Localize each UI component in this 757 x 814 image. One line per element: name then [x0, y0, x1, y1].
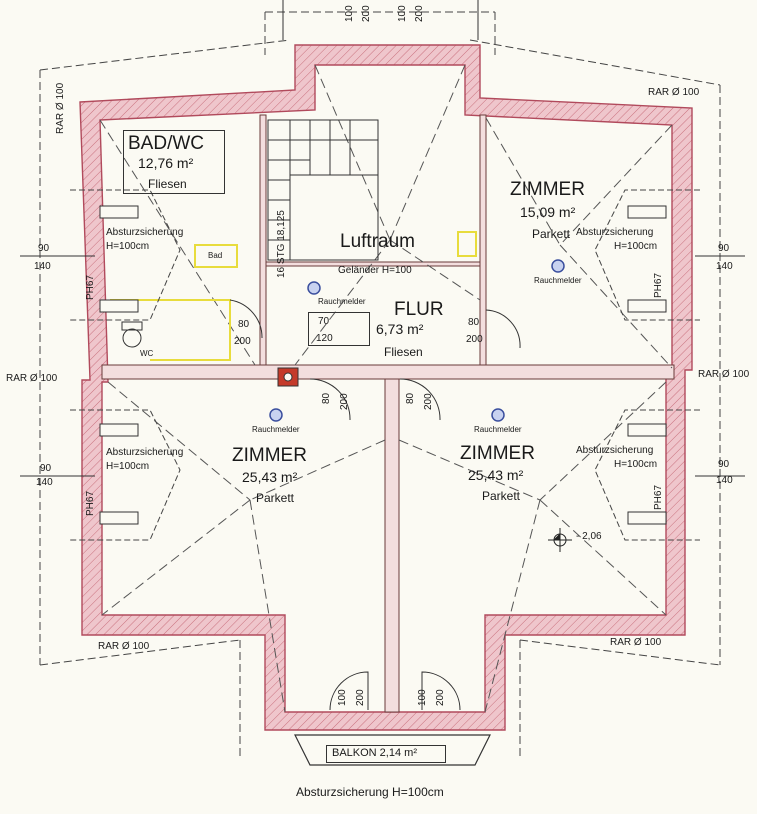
dim-200-top-2: 200 — [414, 5, 425, 22]
dim-200-se-door: 200 — [423, 393, 434, 410]
bad-label-box — [123, 130, 225, 194]
dim-100-balc-1: 100 — [337, 689, 348, 706]
balkon-label: BALKON 2,14 m² — [332, 747, 417, 759]
dim-80-ne: 80 — [468, 317, 480, 328]
zimmer-sw-name: ZIMMER — [232, 445, 307, 466]
rar-se: RAR Ø 100 — [610, 637, 662, 648]
dim-140-nw: 140 — [34, 261, 51, 272]
zimmer-sw-floor: Parkett — [256, 491, 295, 505]
ph67-nw: PH67 — [85, 274, 96, 300]
absturz-nw-h: H=100cm — [106, 241, 150, 252]
dimension-lines — [20, 0, 745, 477]
bath-fixtures — [110, 231, 477, 361]
dim-200-bad: 200 — [234, 336, 251, 347]
bad-fixture-label: Bad — [208, 251, 223, 260]
dim-80-bad: 80 — [238, 319, 250, 330]
dim-100-top-1: 100 — [344, 5, 355, 22]
dim-90-nw: 90 — [38, 243, 50, 254]
flur-room-name: FLUR — [394, 299, 444, 320]
luftraum-label: Luftraum — [340, 231, 415, 252]
dim-200-balc-1: 200 — [355, 689, 366, 706]
staircase — [267, 119, 379, 261]
bad-room-floor: Fliesen — [148, 177, 187, 191]
dim-100-balc-2: 100 — [417, 689, 428, 706]
smoke-detectors — [269, 259, 565, 422]
dim-90-ne: 90 — [718, 243, 730, 254]
window-rects — [99, 205, 667, 525]
rar-ne: RAR Ø 100 — [648, 87, 700, 98]
zimmer-se-floor: Parkett — [482, 489, 521, 503]
zimmer-ne-name: ZIMMER — [510, 179, 585, 200]
dim-70: 70 — [318, 316, 330, 327]
rauchmelder-se: Rauchmelder — [474, 425, 522, 434]
zimmer-se-area: 25,43 m² — [468, 467, 524, 483]
ph67-se: PH67 — [653, 484, 664, 510]
ph67-sw: PH67 — [85, 490, 96, 516]
balcony-outline — [294, 734, 491, 766]
flur-opening-box — [308, 312, 370, 346]
absturz-ne: Absturzsicherung — [576, 227, 654, 238]
dim-200-ne: 200 — [466, 334, 483, 345]
dim-80-sw-door: 80 — [321, 392, 332, 404]
bad-room-name: BAD/WC — [128, 133, 204, 154]
dim-140-se: 140 — [716, 475, 733, 486]
dim-120: 120 — [316, 333, 333, 344]
roof-outline — [39, 11, 721, 760]
rar-e: RAR Ø 100 — [698, 369, 750, 380]
dim-200-balc-2: 200 — [435, 689, 446, 706]
zimmer-ne-area: 15,09 m² — [520, 204, 576, 220]
dim-140-ne: 140 — [716, 261, 733, 272]
zimmer-ne-floor: Parkett — [532, 227, 571, 241]
zimmer-se-name: ZIMMER — [460, 443, 535, 464]
rauchmelder-ne: Rauchmelder — [534, 276, 582, 285]
flur-room-area: 6,73 m² — [376, 321, 424, 337]
interior-walls — [101, 114, 675, 713]
flur-room-floor: Fliesen — [384, 345, 423, 359]
bottom-note: Absturzsicherung H=100cm — [296, 785, 444, 799]
window-boxes — [70, 189, 700, 541]
level-marker — [548, 528, 572, 552]
dim-90-se: 90 — [718, 459, 730, 470]
rauchmelder-sw: Rauchmelder — [252, 425, 300, 434]
rar-nw: RAR Ø 100 — [55, 82, 66, 134]
dim-90-sw: 90 — [40, 463, 52, 474]
absturz-sw: Absturzsicherung — [106, 447, 184, 458]
rar-w: RAR Ø 100 — [6, 373, 58, 384]
absturz-ne-h: H=100cm — [614, 241, 658, 252]
balkon-label-box — [326, 745, 446, 763]
gelaender-label: Geländer H=100 — [338, 265, 412, 276]
absturz-sw-h: H=100cm — [106, 461, 150, 472]
dim-100-top-2: 100 — [397, 5, 408, 22]
stairs-label: 16 STG 18,125 — [276, 210, 287, 278]
wc-fixture-label: WC — [140, 349, 154, 358]
roof-diagonals — [99, 64, 673, 713]
absturz-nw: Absturzsicherung — [106, 227, 184, 238]
doors — [229, 299, 521, 711]
zimmer-sw-area: 25,43 m² — [242, 469, 298, 485]
dim-200-sw-door: 200 — [339, 393, 350, 410]
dim-80-se-door: 80 — [405, 392, 416, 404]
rauchmelder-flur: Rauchmelder — [318, 297, 366, 306]
bad-room-area: 12,76 m² — [138, 155, 194, 171]
absturz-se: Absturzsicherung — [576, 445, 654, 456]
wc-fixture — [121, 321, 143, 348]
rar-sw: RAR Ø 100 — [98, 641, 150, 652]
absturz-se-h: H=100cm — [614, 459, 658, 470]
level-label: - 2,06 — [576, 531, 602, 542]
ph67-ne: PH67 — [653, 272, 664, 298]
dim-140-sw: 140 — [36, 477, 53, 488]
dim-200-top-1: 200 — [361, 5, 372, 22]
